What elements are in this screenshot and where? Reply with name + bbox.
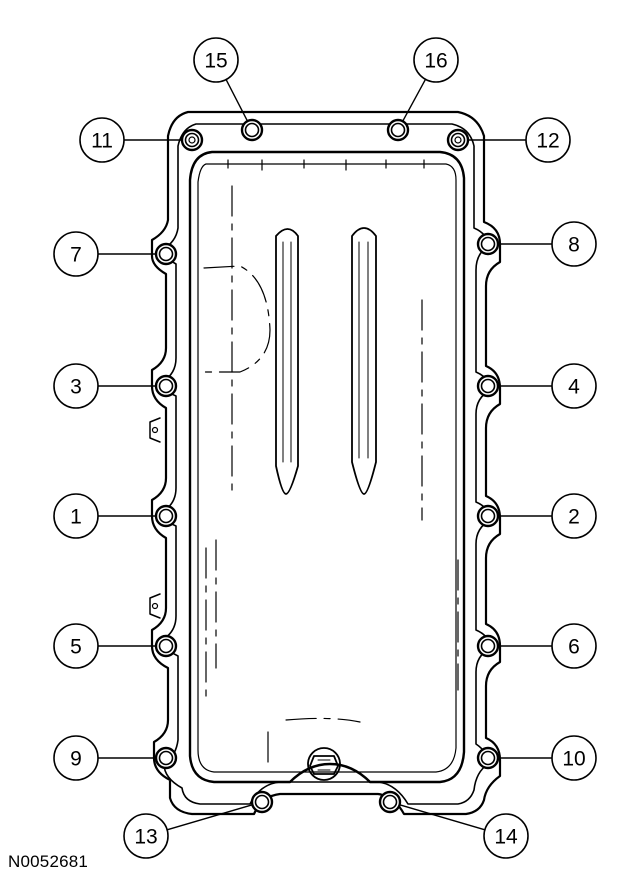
pan-tick-marks [227, 159, 425, 171]
callout-12: 12 [525, 117, 571, 163]
callout-circle-15 [193, 37, 239, 83]
leader-line-16 [402, 78, 427, 121]
callout-number: 6 [568, 636, 580, 659]
figure-reference-code: N0052681 [8, 852, 89, 871]
bolt-8 [476, 232, 500, 256]
callout-4: 4 [551, 363, 597, 409]
leader-line-14 [400, 804, 486, 831]
callout-10: 10 [551, 735, 597, 781]
callout-number: 12 [536, 130, 559, 153]
callout-number: 8 [568, 234, 580, 257]
callout-number: 10 [562, 748, 585, 771]
callout-circle-5 [53, 623, 99, 669]
flange-tab-lower-hole [151, 602, 159, 610]
callout-11: 11 [79, 117, 125, 163]
callout-circle-6 [551, 623, 597, 669]
callout-circle-14 [483, 813, 529, 859]
bolt-12 [446, 128, 470, 152]
flange-tab-lower [149, 593, 161, 619]
pan-flange-inner [161, 123, 491, 805]
drain-plug [307, 747, 341, 781]
bolt-group [154, 118, 500, 814]
bolt-1 [154, 504, 178, 528]
leader-line-15 [225, 79, 248, 121]
callout-5: 5 [53, 623, 99, 669]
bolt-15 [240, 118, 264, 142]
callout-number: 15 [204, 50, 227, 73]
hidden-contours [203, 185, 459, 771]
bolt-13 [250, 790, 274, 814]
callout-circle-12 [525, 117, 571, 163]
callout-number: 2 [568, 506, 580, 529]
callout-circle-11 [79, 117, 125, 163]
leader-line-13 [166, 804, 252, 831]
callout-circle-13 [123, 813, 169, 859]
callout-3: 3 [53, 363, 99, 409]
callout-8: 8 [551, 221, 597, 267]
bolt-16 [386, 118, 410, 142]
bolt-7 [154, 242, 178, 266]
pan-sump-lip [197, 163, 457, 773]
callout-circle-10 [551, 735, 597, 781]
bolt-10 [476, 746, 500, 770]
callout-number: 14 [494, 826, 518, 849]
flange-tab-upper [149, 417, 161, 443]
pan-rib-left-inner [282, 241, 292, 463]
bolt-4 [476, 374, 500, 398]
bolt-14 [378, 790, 402, 814]
bolt-6 [476, 634, 500, 658]
callout-7: 7 [53, 231, 99, 277]
callout-14: 14 [483, 813, 529, 859]
pan-rib-left [275, 228, 299, 495]
callout-circle-7 [53, 231, 99, 277]
callout-circle-2 [551, 493, 597, 539]
callout-circle-9 [53, 735, 99, 781]
callout-13: 13 [123, 813, 169, 859]
pan-rib-right [351, 227, 377, 495]
callout-number: 13 [134, 826, 157, 849]
callout-circle-16 [413, 37, 459, 83]
oil-pan-drawing [149, 110, 502, 816]
callout-2: 2 [551, 493, 597, 539]
callout-circle-3 [53, 363, 99, 409]
pan-rib-right-inner [358, 241, 369, 459]
callout-number: 5 [70, 636, 82, 659]
pan-flange-outer [150, 110, 502, 816]
callout-circle-1 [53, 493, 99, 539]
callout-1: 1 [53, 493, 99, 539]
flange-tab-upper-hole [151, 426, 159, 434]
bolt-11 [180, 128, 204, 152]
callout-15: 15 [193, 37, 239, 83]
callout-number: 9 [70, 748, 82, 771]
bolt-9 [154, 746, 178, 770]
callout-number: 1 [70, 506, 82, 529]
leader-line-group [98, 78, 552, 831]
bolt-3 [154, 374, 178, 398]
callout-circle-8 [551, 221, 597, 267]
bolt-2 [476, 504, 500, 528]
callout-circle-4 [551, 363, 597, 409]
callout-number: 4 [568, 376, 580, 399]
callout-16: 16 [413, 37, 459, 83]
pan-sump-body [188, 150, 466, 784]
callout-number: 7 [70, 244, 82, 267]
bolt-5 [154, 634, 178, 658]
callout-6: 6 [551, 623, 597, 669]
callout-number: 3 [70, 376, 82, 399]
callout-number: 11 [91, 130, 113, 153]
callout-number: 16 [424, 50, 447, 73]
callout-9: 9 [53, 735, 99, 781]
